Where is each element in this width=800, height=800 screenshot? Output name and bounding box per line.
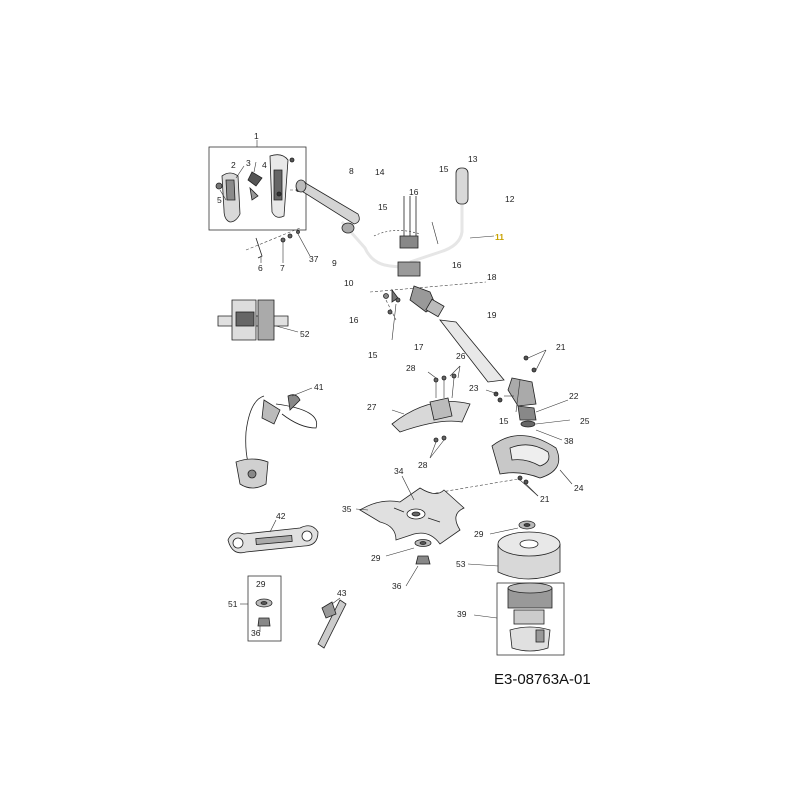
callout-41: 41 <box>314 382 324 392</box>
callout-16-a: 16 <box>409 187 419 197</box>
pins-6-7-37 <box>245 227 311 263</box>
callout-35: 35 <box>342 504 352 514</box>
callout-22: 22 <box>569 391 579 401</box>
washer-nut-29-36 <box>385 520 536 587</box>
callout-36-a: 36 <box>392 581 402 591</box>
callout-23: 23 <box>469 383 479 393</box>
part-11-leader <box>469 235 495 239</box>
callout-6: 6 <box>258 263 263 273</box>
callout-7: 7 <box>280 263 285 273</box>
callout-2: 2 <box>231 160 236 170</box>
callout-38: 38 <box>564 436 574 446</box>
callout-21-a: 21 <box>556 342 566 352</box>
callout-8: 8 <box>349 166 354 176</box>
callout-29-c: 29 <box>256 579 266 589</box>
callout-18: 18 <box>487 272 497 282</box>
callout-15-d: 15 <box>499 416 509 426</box>
callout-3: 3 <box>246 158 251 168</box>
callout-9: 9 <box>332 258 337 268</box>
callout-28-a: 28 <box>406 363 416 373</box>
callout-14: 14 <box>375 167 385 177</box>
callout-39: 39 <box>457 609 467 619</box>
callout-37: 37 <box>309 254 319 264</box>
callout-43: 43 <box>337 588 347 598</box>
callout-53: 53 <box>456 559 466 569</box>
callout-11: 11 <box>495 232 504 242</box>
callout-25: 25 <box>580 416 590 426</box>
callout-36-b: 36 <box>251 628 261 638</box>
callout-34: 34 <box>394 466 404 476</box>
callout-5: 5 <box>217 195 222 205</box>
callout-29-b: 29 <box>371 553 381 563</box>
callout-labels: 1 2 3 4 5 6 7 37 8 9 14 15 15 13 12 11 1… <box>217 131 590 638</box>
callout-29-a: 29 <box>474 529 484 539</box>
callout-51: 51 <box>228 599 238 609</box>
callout-15-a: 15 <box>378 202 388 212</box>
reference-code: E3-08763A-01 <box>494 671 591 688</box>
blade-34 <box>355 475 465 545</box>
callout-4: 4 <box>262 160 267 170</box>
callout-42: 42 <box>276 511 286 521</box>
gear-head-assembly <box>405 349 573 499</box>
callout-26: 26 <box>456 351 466 361</box>
throttle-assembly-box <box>208 140 307 231</box>
handlebar-assembly <box>295 167 469 277</box>
guard-27 <box>391 365 471 459</box>
callout-15-b: 15 <box>439 164 449 174</box>
kit-51-box <box>240 575 282 642</box>
callout-27: 27 <box>367 402 377 412</box>
callout-28-b: 28 <box>418 460 428 470</box>
callout-17: 17 <box>414 342 424 352</box>
callout-12: 12 <box>505 194 515 204</box>
callout-52: 52 <box>300 329 310 339</box>
harness-41 <box>235 387 318 489</box>
callout-24: 24 <box>574 483 584 493</box>
callout-16-b: 16 <box>452 260 462 270</box>
callout-15-c: 15 <box>368 350 378 360</box>
callout-10: 10 <box>344 278 354 288</box>
adapter-52 <box>217 299 299 341</box>
reference-code-group: E3-08763A-01 <box>494 671 591 688</box>
callout-19: 19 <box>487 310 497 320</box>
callout-13: 13 <box>468 154 478 164</box>
trimmer-line-53 <box>467 531 561 580</box>
tool-43 <box>317 597 347 649</box>
callout-16-c: 16 <box>349 315 359 325</box>
trimmer-head-39-box <box>473 582 565 656</box>
callout-21-b: 21 <box>540 494 550 504</box>
callout-1: 1 <box>254 131 259 141</box>
drive-shaft <box>369 281 505 383</box>
wrench-42 <box>227 519 319 554</box>
